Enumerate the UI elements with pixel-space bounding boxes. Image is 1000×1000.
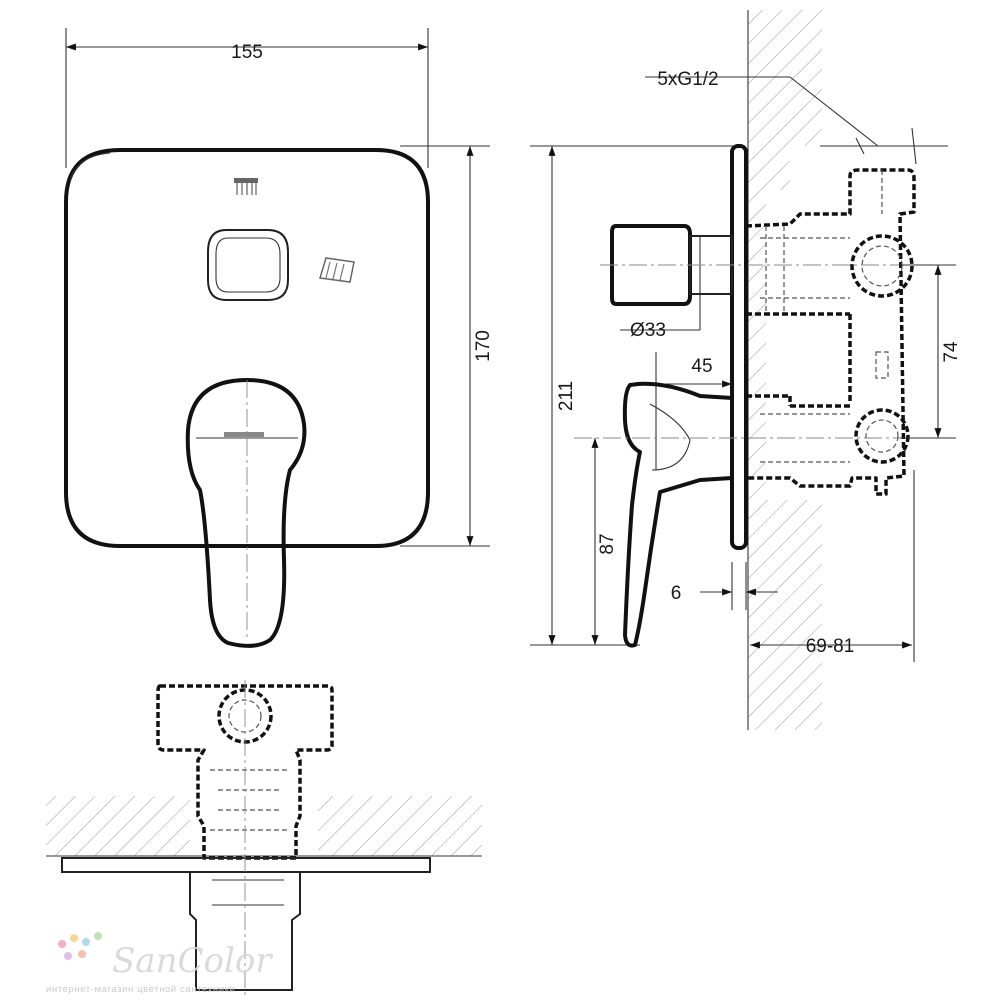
watermark-tagline: интернет-магазин цветной сантехники	[46, 984, 235, 995]
outlet-spacing-label: 74	[941, 341, 962, 363]
handle-depth-label: 45	[691, 356, 712, 377]
watermark-dots	[58, 932, 102, 960]
handle-top	[189, 871, 301, 991]
watermark: SanColor интернет-магазин цветной сантех…	[46, 932, 273, 995]
diameter-label: Ø33	[630, 320, 666, 341]
connections-label: 5xG1/2	[657, 69, 718, 90]
cover-plate-edge	[61, 857, 431, 873]
diverter-knob	[610, 224, 692, 306]
cover-plate	[64, 148, 430, 548]
shower-icon	[234, 178, 258, 195]
mixer-lever	[185, 378, 307, 648]
concealed-body	[744, 168, 916, 496]
plate-height-label: 170	[473, 330, 494, 362]
lever-height-label: 87	[597, 533, 618, 554]
wall-plate	[730, 144, 748, 550]
lever-side	[622, 381, 734, 648]
plate-width-label: 155	[231, 42, 263, 63]
plate-thickness-label: 6	[671, 583, 682, 604]
diverter-button	[207, 229, 289, 301]
total-height-label: 211	[556, 381, 577, 411]
side-view: 211 5xG1/2 Ø33 45 87 6	[530, 10, 962, 730]
front-view: 155 170	[64, 28, 494, 648]
install-depth-label: 69-81	[806, 636, 855, 657]
bath-spout-icon	[319, 257, 355, 283]
watermark-brand: SanColor	[112, 941, 273, 981]
concealed-body-top	[156, 684, 334, 860]
brand-logo-mark	[224, 432, 264, 437]
top-view	[46, 680, 482, 995]
